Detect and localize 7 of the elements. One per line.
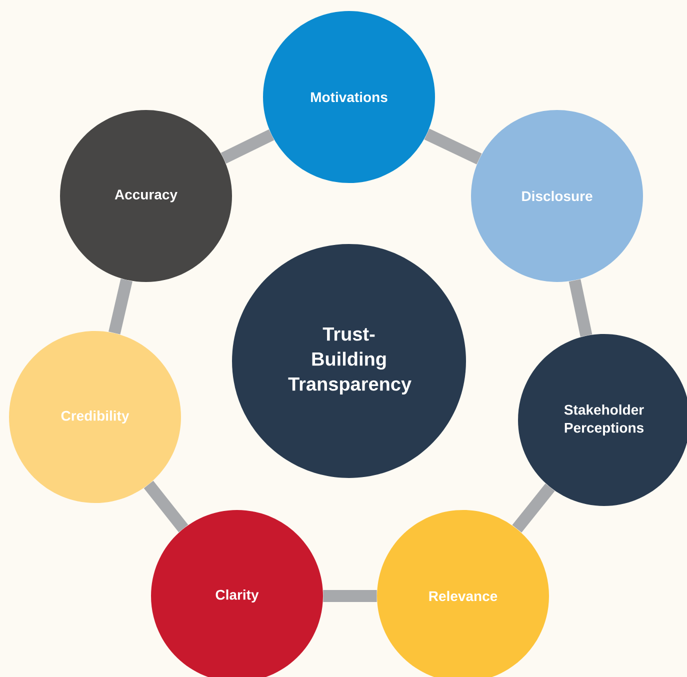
connector-bar <box>424 128 482 164</box>
connector-bar <box>108 278 132 334</box>
connector-bar <box>323 590 377 602</box>
connector-bar <box>220 129 274 164</box>
connector-bar <box>568 279 592 337</box>
connector-bar <box>512 484 555 532</box>
connector-bar <box>144 480 188 532</box>
